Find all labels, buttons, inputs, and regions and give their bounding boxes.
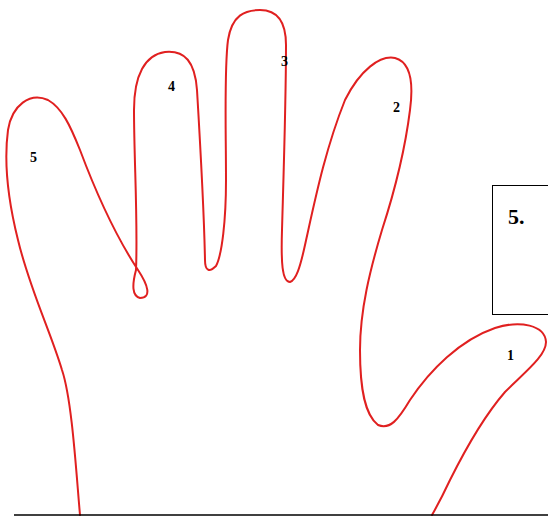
hand-outline [6, 10, 546, 515]
answer-box: 5. [492, 185, 548, 315]
callout-number: 1 [507, 349, 514, 363]
callout-number: 3 [281, 55, 288, 69]
callout-number: 5 [30, 151, 37, 165]
callout-number: 4 [168, 80, 175, 94]
callout-number: 2 [393, 101, 400, 115]
base-line [14, 514, 548, 516]
question-number: 5. [508, 206, 525, 228]
